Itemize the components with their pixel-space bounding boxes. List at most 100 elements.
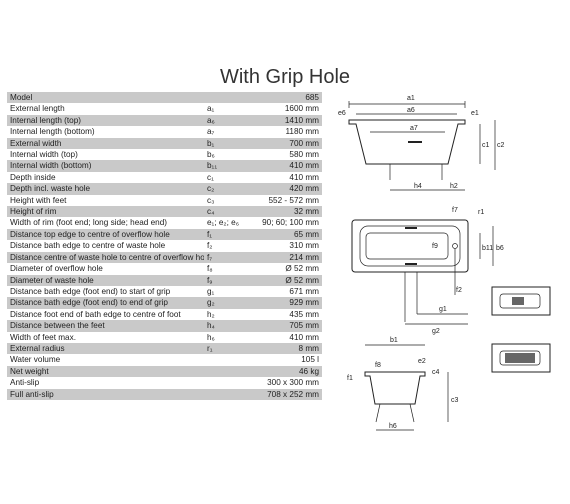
spec-value: 1600 mm — [259, 103, 322, 115]
page-title: With Grip Hole — [219, 66, 351, 88]
spec-symbol: e₁; e₂; e₆ — [204, 217, 259, 229]
spec-symbol: h₂ — [204, 308, 259, 321]
spec-name: Distance foot end of bath edge to centre… — [7, 308, 204, 321]
spec-symbol — [204, 92, 259, 104]
spec-name: Width of feet max. — [7, 331, 204, 343]
spec-name: Depth incl. waste hole — [7, 183, 204, 195]
spec-symbol: h₄ — [204, 320, 259, 332]
spec-symbol — [204, 354, 259, 366]
spec-symbol: r₁ — [204, 342, 259, 355]
table-row: Distance bath edge (foot end) to end of … — [7, 297, 322, 309]
dim-h2-label: h2 — [450, 183, 458, 190]
table-row: Distance foot end of bath edge to centre… — [7, 308, 322, 321]
spec-value: 705 mm — [259, 320, 322, 332]
table-row: Net weight 46 kg — [7, 365, 322, 378]
spec-value: 552 - 572 mm — [259, 194, 322, 207]
spec-value: 708 x 252 mm — [259, 388, 322, 400]
dim-e6-label: e6 — [338, 110, 346, 117]
spec-value: 65 mm — [259, 228, 322, 241]
spec-name: Diameter of waste hole — [7, 274, 204, 286]
spec-value: 671 mm — [259, 285, 322, 298]
dim-e1-label: e1 — [471, 110, 479, 117]
dim-a6-label: a6 — [407, 107, 415, 114]
spec-symbol: c₂ — [204, 183, 259, 195]
spec-name: Height with feet — [7, 194, 204, 207]
spec-name: Distance top edge to centre of overflow … — [7, 228, 204, 241]
spec-name: External radius — [7, 342, 204, 355]
dim-c1-label: c1 — [482, 142, 490, 149]
dim-g1-label: g1 — [439, 306, 447, 313]
spec-value: 46 kg — [259, 365, 322, 378]
spec-symbol: c₁ — [204, 171, 259, 184]
spec-name: External width — [7, 137, 204, 150]
spec-value: 300 x 300 mm — [259, 377, 322, 389]
spec-value: 105 l — [259, 354, 322, 366]
spec-value: 580 mm — [259, 149, 322, 161]
dim-c3-label: c3 — [451, 397, 459, 404]
anti-slip-thumbnail — [491, 286, 551, 316]
spec-name: Internal width (bottom) — [7, 160, 204, 172]
spec-name: Diameter of overflow hole — [7, 263, 204, 275]
spec-name: Internal width (top) — [7, 149, 204, 161]
spec-name: Net weight — [7, 365, 204, 378]
spec-value: 8 mm — [259, 342, 322, 355]
dim-e2-label: e2 — [418, 358, 426, 365]
spec-name: Anti-slip — [7, 377, 204, 389]
dim-c4-label: c4 — [432, 369, 440, 376]
table-row: Distance top edge to centre of overflow … — [7, 228, 322, 241]
spec-value: 435 mm — [259, 308, 322, 321]
spec-value: 410 mm — [259, 171, 322, 184]
spec-name: Distance bath edge (foot end) to start o… — [7, 285, 204, 298]
spec-name: Internal length (bottom) — [7, 126, 204, 138]
spec-value: Ø 52 mm — [259, 274, 322, 286]
spec-symbol: b₁ — [204, 137, 259, 150]
dim-f7-label: f7 — [452, 207, 458, 214]
dim-a7-label: a7 — [410, 125, 418, 132]
spec-name: Distance centre of waste hole to centre … — [7, 251, 204, 264]
table-row: Distance bath edge (foot end) to start o… — [7, 285, 322, 298]
dim-f2-label: f2 — [456, 287, 462, 294]
spec-value: 700 mm — [259, 137, 322, 150]
technical-drawings: a1 a6 e6 e1 a7 h4 h2 c1 c2 f7 r1 f9 b11 … — [330, 92, 570, 492]
spec-value: Ø 52 mm — [259, 263, 322, 275]
table-row: Anti-slip 300 x 300 mm — [7, 377, 322, 389]
spec-name: Water volume — [7, 354, 204, 366]
table-row: Water volume 105 l — [7, 354, 322, 366]
dim-g2-label: g2 — [432, 328, 440, 335]
spec-value: 32 mm — [259, 206, 322, 218]
spec-symbol — [204, 365, 259, 378]
spec-name: Model — [7, 92, 204, 104]
spec-symbol: c₄ — [204, 206, 259, 218]
table-row: Width of rim (foot end; long side; head … — [7, 217, 322, 229]
spec-symbol: g₂ — [204, 297, 259, 309]
spec-symbol: a₁ — [204, 103, 259, 115]
spec-symbol: f₉ — [204, 274, 259, 286]
spec-symbol: g₁ — [204, 285, 259, 298]
technical-drawings-svg: a1 a6 e6 e1 a7 h4 h2 c1 c2 f7 r1 f9 b11 … — [338, 95, 551, 431]
spec-name: Width of rim (foot end; long side; head … — [7, 217, 204, 229]
dim-f8-label: f8 — [375, 362, 381, 369]
spec-value: 420 mm — [259, 183, 322, 195]
top-view-drawing: f7 r1 f9 b11 b6 f2 g1 g2 — [351, 207, 504, 335]
dim-r1-label: r1 — [478, 209, 484, 216]
spec-symbol: h₆ — [204, 331, 259, 343]
spec-symbol — [204, 377, 259, 389]
dim-f9-label: f9 — [432, 243, 438, 250]
side-view-drawing: a1 a6 e6 e1 a7 h4 h2 c1 c2 — [338, 95, 505, 191]
